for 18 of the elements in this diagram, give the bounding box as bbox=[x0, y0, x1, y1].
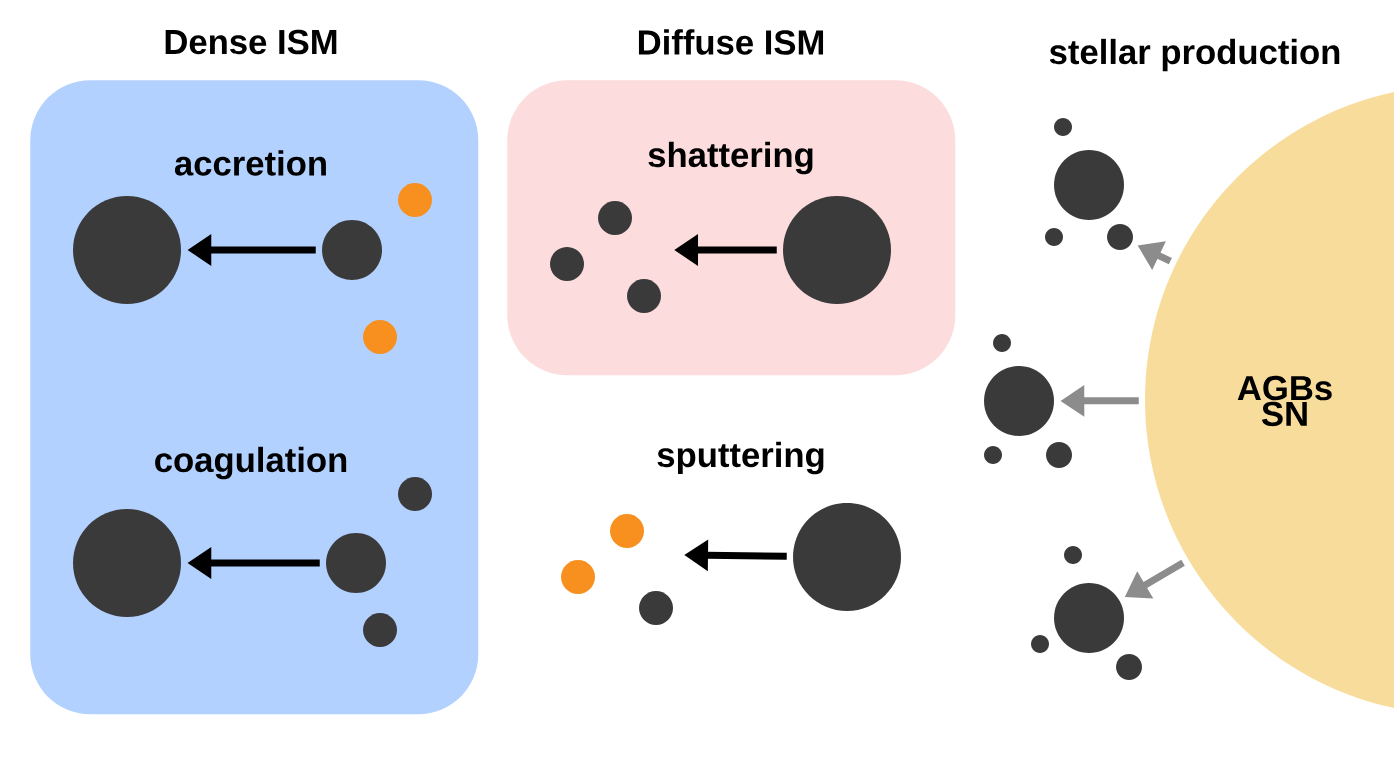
dust-grain bbox=[783, 196, 891, 304]
region-box: Diffuse ISM shattering bbox=[507, 29, 956, 376]
dust-grain bbox=[73, 509, 181, 617]
heading: sputtering bbox=[657, 441, 824, 475]
dust-grain bbox=[1054, 150, 1124, 220]
dust-grain bbox=[322, 220, 382, 280]
heading: stellar production bbox=[1049, 38, 1340, 72]
dust-grain bbox=[1107, 224, 1133, 250]
dust-grain bbox=[1046, 442, 1072, 468]
dust-grain bbox=[1054, 583, 1124, 653]
dust-grain bbox=[984, 366, 1054, 436]
node-label: Diffuse ISM bbox=[638, 29, 824, 55]
star: AGBs SN bbox=[1145, 85, 1394, 715]
node-label: Dense ISM bbox=[165, 29, 337, 55]
dust-grain bbox=[1116, 654, 1142, 680]
dust-grain bbox=[73, 196, 181, 304]
dust-grain bbox=[326, 533, 386, 593]
dust-grain bbox=[793, 503, 901, 611]
